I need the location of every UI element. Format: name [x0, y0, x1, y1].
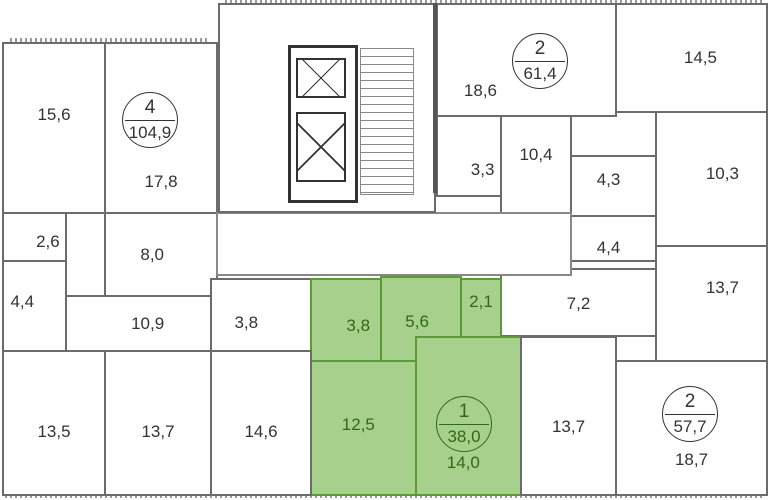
room-7-2[interactable]: 7,2	[500, 268, 657, 337]
room-13-7-left[interactable]: 13,7	[104, 350, 212, 496]
elevator-icon	[296, 58, 346, 98]
room-2-6[interactable]: 2,6	[2, 212, 67, 262]
room-15-6[interactable]: 15,6	[2, 42, 106, 214]
room-14-6[interactable]: 14,6	[210, 350, 312, 496]
staircase	[360, 48, 414, 195]
wall	[433, 3, 437, 193]
room-3-3[interactable]: 3,3	[436, 115, 502, 197]
window-strip	[5, 494, 765, 498]
room-2-1-closet[interactable]: 2,1	[460, 278, 502, 338]
room-10-9[interactable]: 10,9	[65, 295, 213, 352]
room-3-8-bath[interactable]: 3,8	[310, 278, 382, 370]
room-3-8-left[interactable]: 3,8	[210, 278, 312, 352]
room-4-4-right[interactable]: 4,4	[570, 215, 657, 262]
corridor	[216, 212, 572, 276]
room-4-3[interactable]: 4,3	[570, 155, 657, 217]
room-13-7-right[interactable]: 13,7	[655, 245, 768, 362]
room-12-5-kitchen[interactable]: 12,5	[310, 360, 417, 496]
room-14-5[interactable]: 14,5	[615, 3, 768, 113]
elevator-shaft	[288, 45, 358, 203]
room-10-3[interactable]: 10,3	[655, 111, 768, 247]
room-13-7-mid[interactable]: 13,7	[520, 336, 617, 496]
window-strip	[225, 0, 765, 4]
elevator-icon	[296, 112, 346, 182]
room-8-0[interactable]: 8,0	[104, 212, 218, 297]
room-13-5[interactable]: 13,5	[2, 350, 106, 496]
room-4-4-left[interactable]: 4,4	[2, 260, 67, 352]
window-strip	[10, 38, 210, 42]
